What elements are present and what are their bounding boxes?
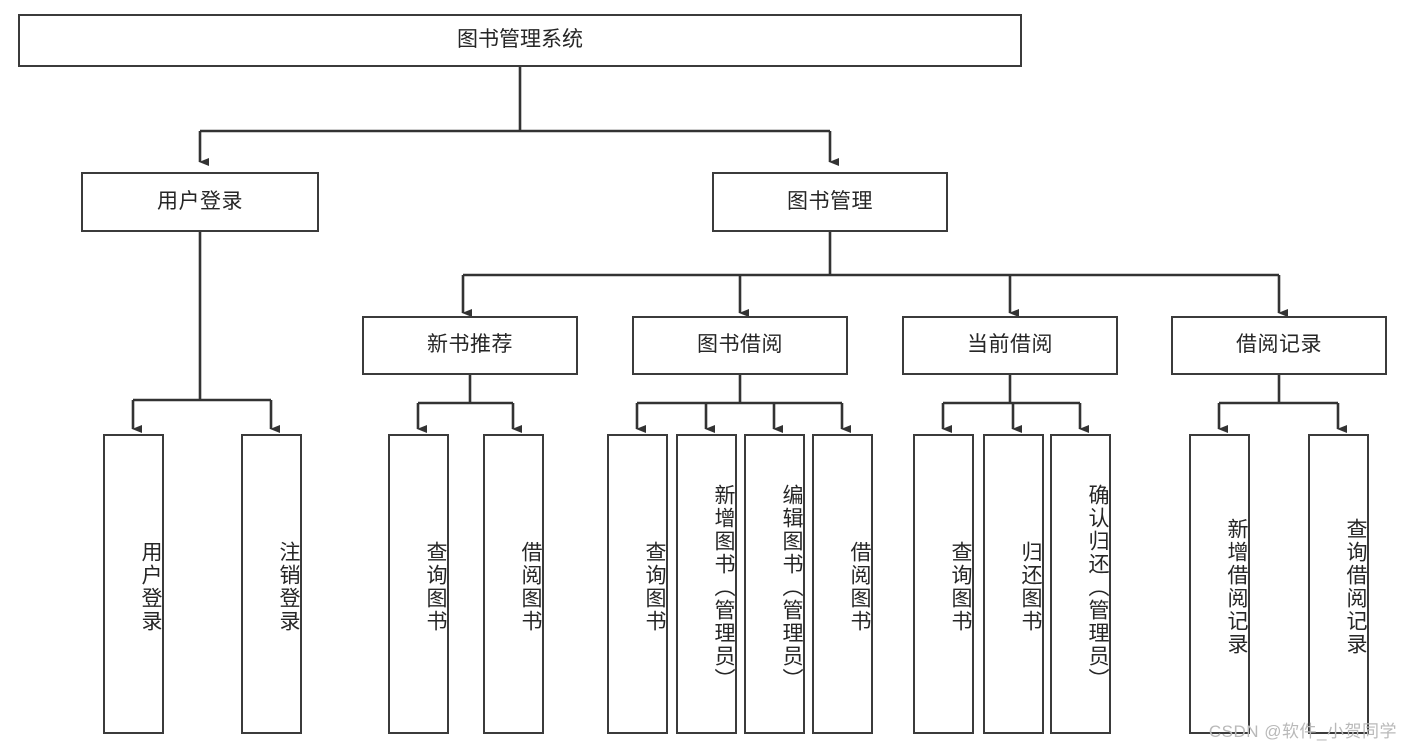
node-label: 查询图书: [643, 541, 666, 633]
node-label: 借阅记录: [1236, 333, 1322, 357]
leaf-return-book[interactable]: 归还图书: [983, 434, 1044, 734]
node-user-login[interactable]: 用户登录: [81, 172, 319, 232]
node-label: 新增图书（管理员）: [712, 483, 735, 691]
node-label: 图书管理: [787, 189, 873, 213]
node-label: 编辑图书（管理员）: [780, 483, 803, 691]
node-current-borrow[interactable]: 当前借阅: [902, 316, 1118, 375]
node-root-book-management-system[interactable]: 图书管理系统: [18, 14, 1022, 67]
node-new-book-recommend[interactable]: 新书推荐: [362, 316, 578, 375]
leaf-borrow-book-2[interactable]: 借阅图书: [812, 434, 873, 734]
node-label: 用户登录: [139, 541, 162, 633]
node-label: 查询图书: [949, 541, 972, 633]
node-label: 用户登录: [157, 189, 243, 213]
leaf-query-record[interactable]: 查询借阅记录: [1308, 434, 1369, 734]
node-label: 注销登录: [277, 541, 300, 633]
node-label: 归还图书: [1019, 541, 1042, 633]
leaf-edit-book[interactable]: 编辑图书（管理员）: [744, 434, 805, 734]
leaf-add-book[interactable]: 新增图书（管理员）: [676, 434, 737, 734]
node-label: 查询图书: [424, 541, 447, 633]
leaf-confirm-return[interactable]: 确认归还（管理员）: [1050, 434, 1111, 734]
leaf-query-book-3[interactable]: 查询图书: [913, 434, 974, 734]
node-label: 新书推荐: [427, 333, 513, 357]
leaf-query-book-2[interactable]: 查询图书: [607, 434, 668, 734]
csdn-watermark: CSDN @软件_小贺同学: [1208, 722, 1397, 741]
leaf-user-login[interactable]: 用户登录: [103, 434, 164, 734]
leaf-query-book-1[interactable]: 查询图书: [388, 434, 449, 734]
node-label: 借阅图书: [519, 541, 542, 633]
node-label: 当前借阅: [967, 333, 1053, 357]
leaf-borrow-book-1[interactable]: 借阅图书: [483, 434, 544, 734]
leaf-logout-login[interactable]: 注销登录: [241, 434, 302, 734]
node-label: 借阅图书: [848, 541, 871, 633]
node-label: 图书管理系统: [457, 28, 583, 52]
node-label: 图书借阅: [697, 333, 783, 357]
node-book-borrow[interactable]: 图书借阅: [632, 316, 848, 375]
node-borrow-record[interactable]: 借阅记录: [1171, 316, 1387, 375]
node-label: 查询借阅记录: [1344, 518, 1367, 656]
node-label: 新增借阅记录: [1225, 518, 1248, 656]
leaf-add-record[interactable]: 新增借阅记录: [1189, 434, 1250, 734]
node-book-manage[interactable]: 图书管理: [712, 172, 948, 232]
node-label: 确认归还（管理员）: [1086, 483, 1109, 691]
